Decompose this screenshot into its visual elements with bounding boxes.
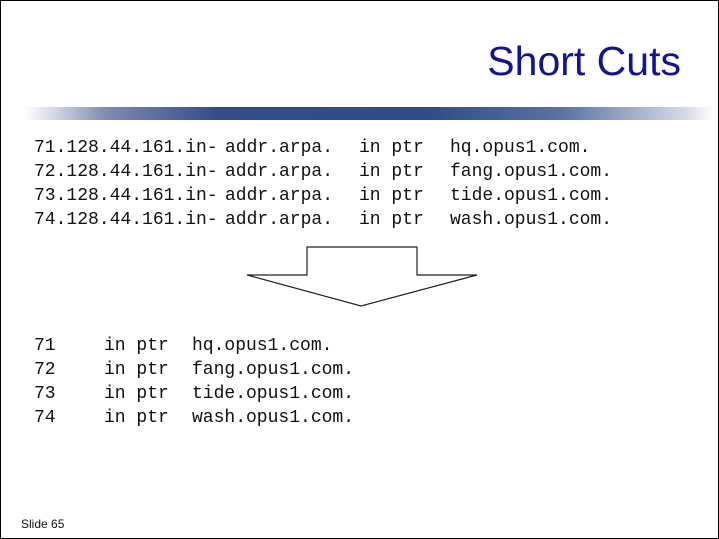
before-record-3-name-part-1: 73.128.44.161.in- (34, 186, 218, 206)
slide-title: Short Cuts (487, 38, 681, 84)
before-record-4-type: in ptr (359, 210, 424, 230)
before-record-1-name-part-2: addr.arpa. (225, 138, 334, 158)
before-record-4-name-part-1: 74.128.44.161.in- (34, 210, 218, 230)
title-underline-bar (24, 107, 714, 120)
before-record-2-name-part-2: addr.arpa. (225, 162, 334, 182)
after-record-2-name: 72 (34, 360, 56, 380)
after-record-1-type: in ptr (104, 336, 169, 356)
down-arrow-icon (246, 246, 478, 307)
after-record-2-type: in ptr (104, 360, 169, 380)
after-record-4-name: 74 (34, 408, 56, 428)
before-record-4-name-part-2: addr.arpa. (225, 210, 334, 230)
before-record-2-target: fang.opus1.com. (450, 162, 613, 182)
before-record-3-target: tide.opus1.com. (450, 186, 613, 206)
before-record-3-type: in ptr (359, 186, 424, 206)
after-record-4-type: in ptr (104, 408, 169, 428)
after-record-3-name: 73 (34, 384, 56, 404)
before-record-1-type: in ptr (359, 138, 424, 158)
before-record-2-type: in ptr (359, 162, 424, 182)
before-record-2-name-part-1: 72.128.44.161.in- (34, 162, 218, 182)
after-record-1-target: hq.opus1.com. (192, 336, 333, 356)
after-record-4-target: wash.opus1.com. (192, 408, 355, 428)
before-record-3-name-part-2: addr.arpa. (225, 186, 334, 206)
after-record-1-name: 71 (34, 336, 56, 356)
slide-number: Slide 65 (21, 517, 65, 531)
before-record-1-name-part-1: 71.128.44.161.in- (34, 138, 218, 158)
after-record-3-target: tide.opus1.com. (192, 384, 355, 404)
after-record-2-target: fang.opus1.com. (192, 360, 355, 380)
before-record-4-target: wash.opus1.com. (450, 210, 613, 230)
after-record-3-type: in ptr (104, 384, 169, 404)
before-record-1-target: hq.opus1.com. (450, 138, 591, 158)
